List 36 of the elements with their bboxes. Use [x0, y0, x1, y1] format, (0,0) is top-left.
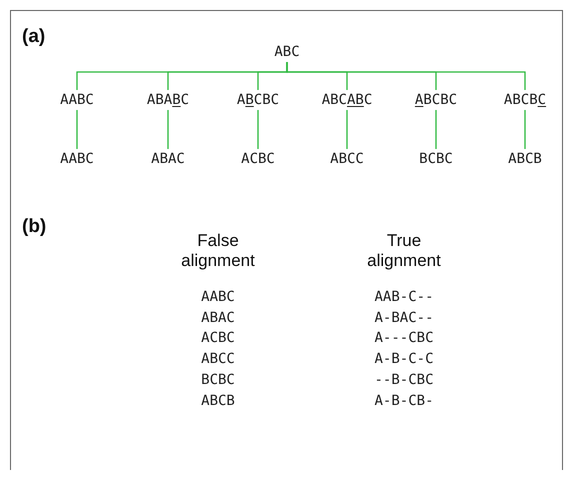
alignment-row: ABCC	[201, 350, 235, 368]
tree-branch-line	[167, 110, 169, 149]
sequence-text: AABC	[58, 90, 96, 110]
tree-branch-line	[435, 110, 437, 149]
tree-branch-line	[76, 110, 78, 149]
alignment-row: A-B-CB-	[374, 392, 434, 410]
column-heading: True alignment	[366, 231, 442, 271]
sequence-text: ABCC	[328, 149, 366, 169]
sequence-text: ABCB	[506, 149, 544, 169]
panel-label: (a)	[22, 26, 46, 48]
tree-branch-line	[524, 110, 526, 149]
alignment-row: --B-CBC	[374, 370, 434, 389]
column-heading: False alignment	[180, 231, 256, 271]
alignment-row: BCBC	[201, 370, 235, 389]
sequence-text: AABC	[58, 149, 96, 169]
alignment-row: ACBC	[201, 329, 235, 348]
panel-label: (b)	[22, 216, 46, 238]
sequence-text: ABABC	[144, 90, 192, 110]
alignment-row: A-B-C-C	[374, 350, 434, 368]
sequence-text: ACBC	[239, 149, 277, 169]
sequence-text: BCBC	[417, 149, 455, 169]
sequence-text: ABAC	[149, 149, 187, 169]
tree-branch-line	[346, 110, 348, 149]
sequence-text: ABCBC	[234, 90, 282, 110]
sequence-text: ABCBC	[412, 90, 460, 110]
alignment-row: AAB-C--	[374, 288, 434, 306]
alignment-row: ABAC	[201, 308, 235, 327]
sequence-text: ABCBC	[502, 90, 548, 110]
sequence-text: ABCABC	[320, 90, 374, 110]
alignment-row: AABC	[201, 288, 235, 306]
alignment-row: A---CBC	[374, 329, 434, 348]
alignment-row: A-BAC--	[374, 308, 434, 327]
tree-branch-line	[286, 62, 526, 90]
tree-branch-line	[257, 110, 259, 149]
sequence-text: ABC	[272, 42, 302, 62]
alignment-row: ABCB	[201, 392, 235, 410]
